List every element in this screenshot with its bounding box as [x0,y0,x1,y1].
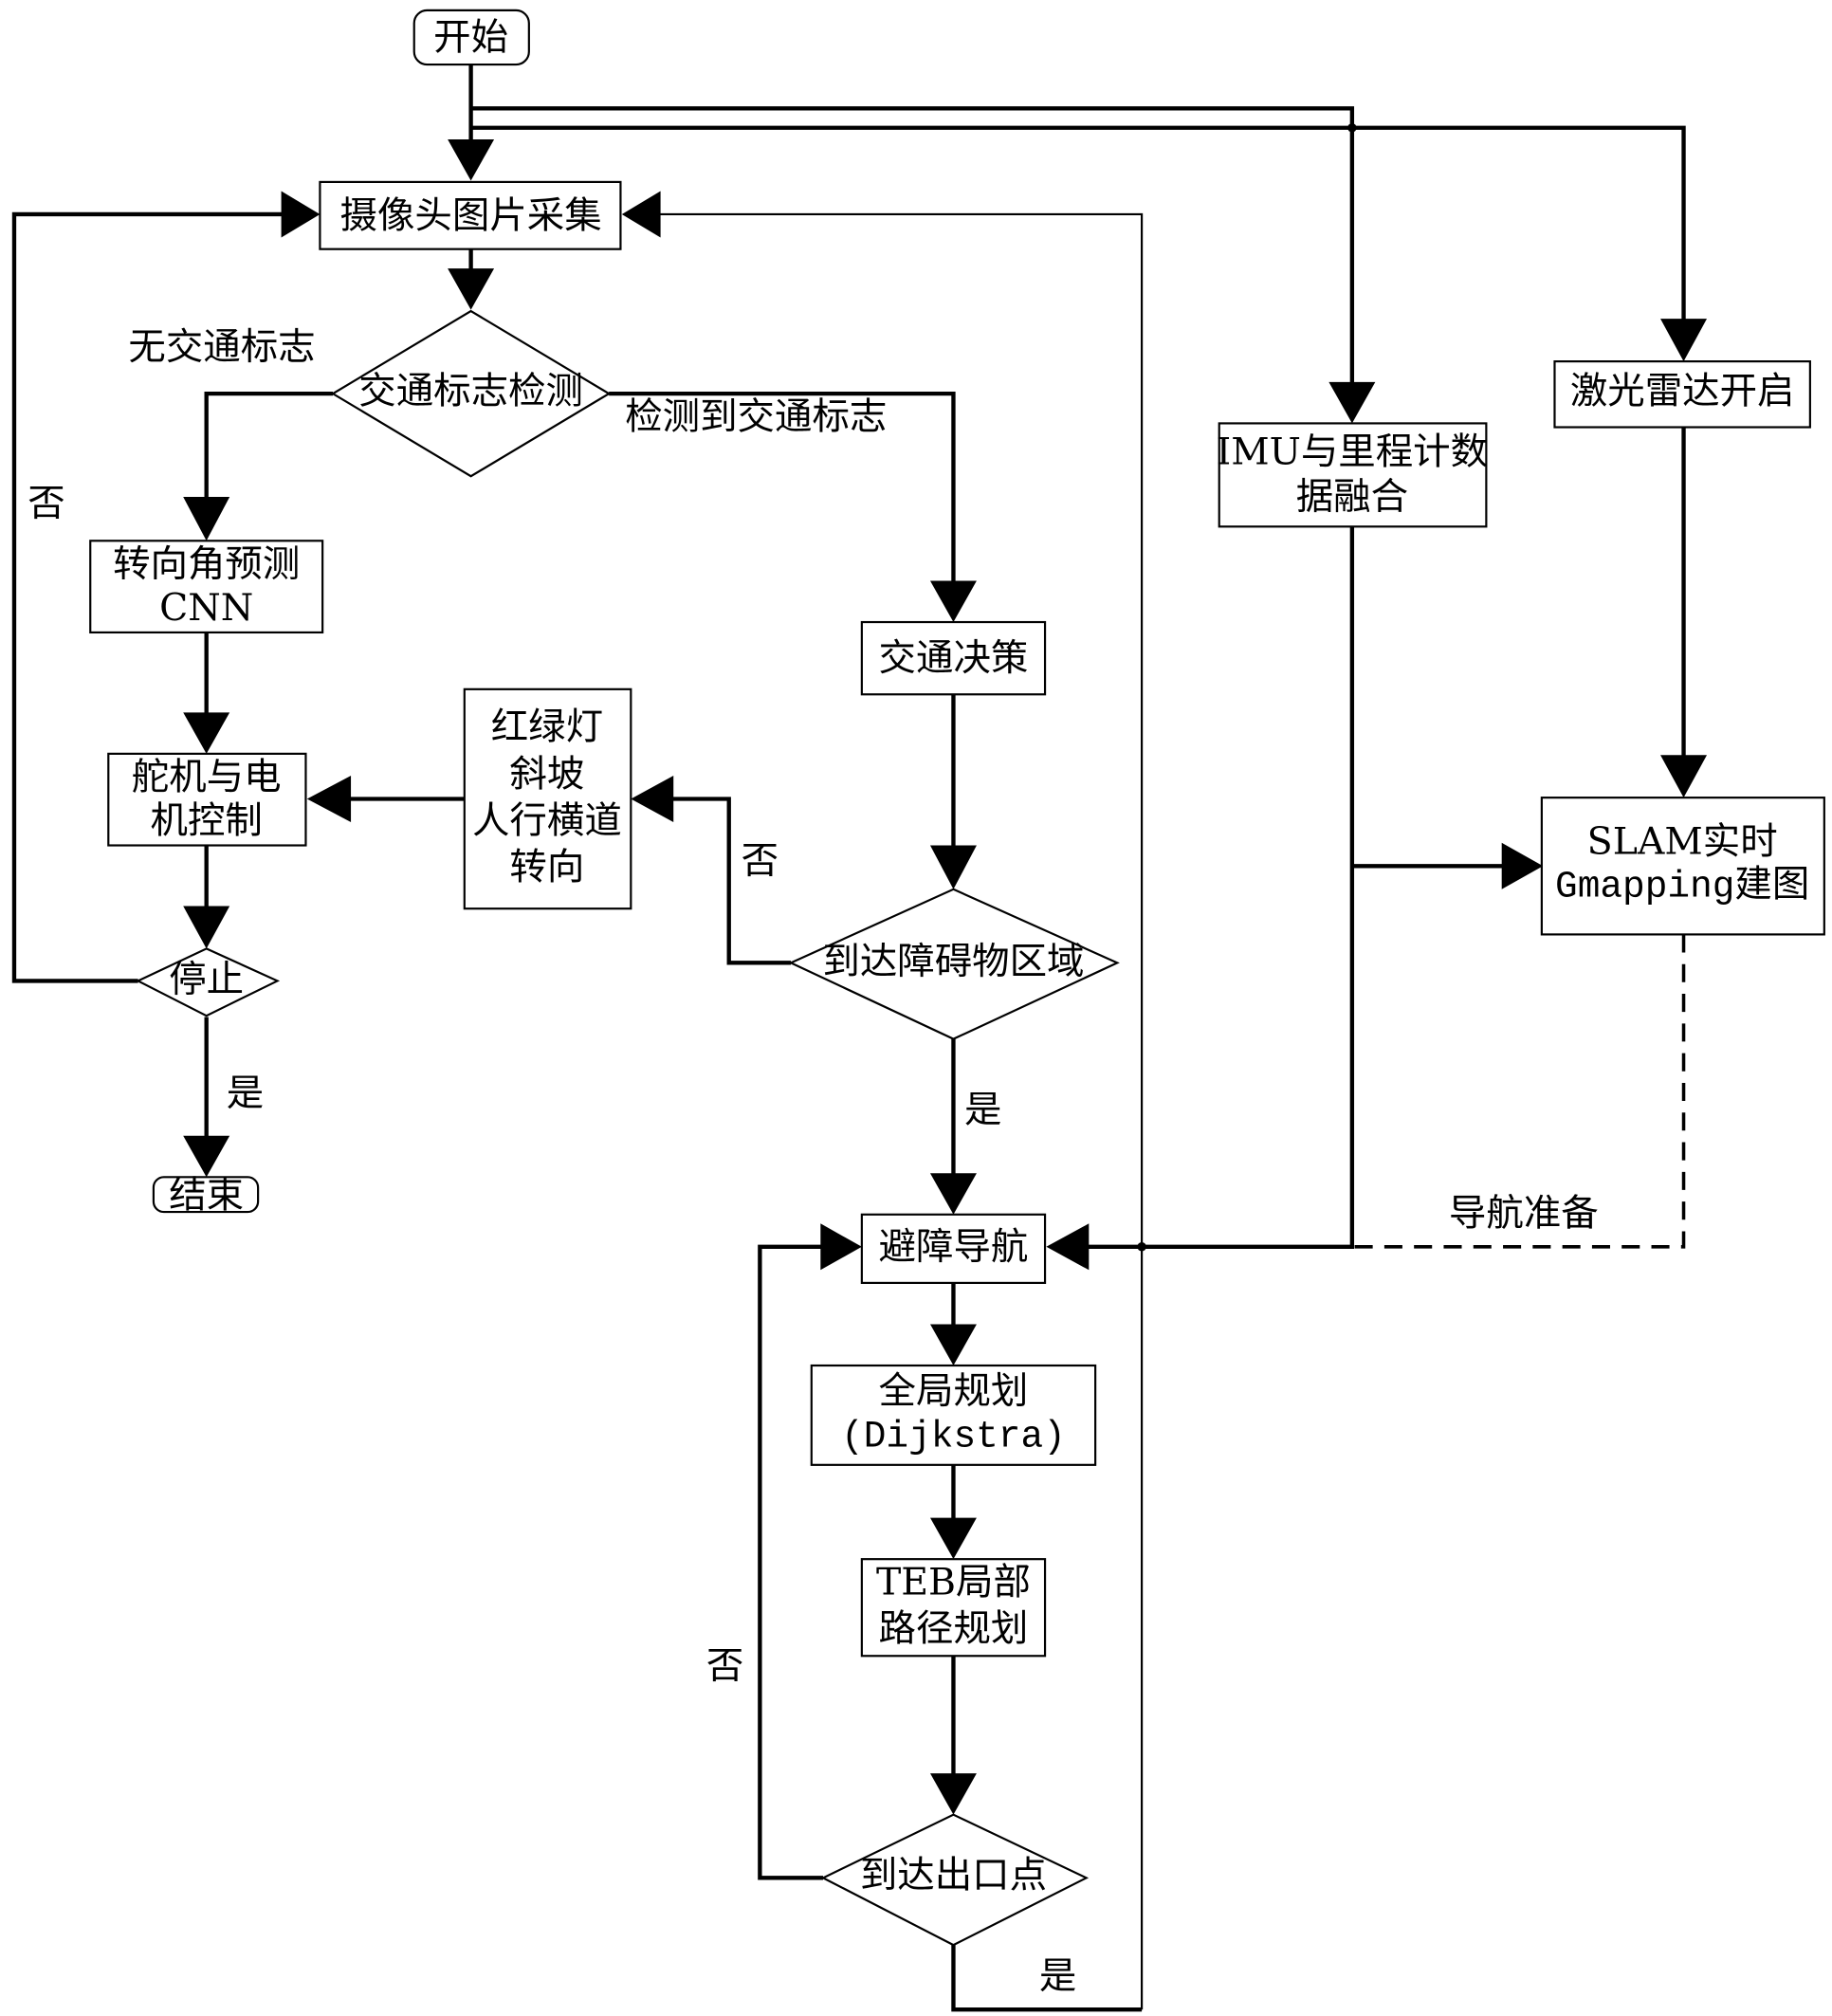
node-camera-label: 摄像头图片采集 [340,193,602,237]
node-imu: IMU与里程计数 据融合 [1217,422,1488,528]
node-end-label: 结束 [169,1173,244,1217]
node-avoid-nav: 避障导航 [860,1213,1047,1284]
label-exit-no: 否 [706,1644,743,1688]
arrow-left-icon [631,776,674,823]
node-obstacle-area-label: 到达障碍物区域 [822,940,1084,983]
edge-start-imu [470,106,1355,394]
node-teb-line1: TEB局部 [876,1561,1031,1604]
node-sign-detect-label: 交通标志检测 [358,369,583,412]
label-nav-ready: 导航准备 [1449,1191,1599,1235]
edge-detect-steer [204,391,334,514]
arrow-left-icon [306,776,352,823]
arrow-left-icon [621,191,661,238]
node-start-label: 开始 [433,15,508,59]
label-stop-yes: 是 [227,1072,264,1115]
label-obstacle-yes: 是 [964,1089,1001,1132]
arrow-down-icon [448,268,495,310]
node-camera: 摄像头图片采集 [319,180,622,250]
arrow-down-icon [1328,381,1376,424]
arrow-down-icon [929,580,977,623]
node-avoid-nav-label: 避障导航 [879,1225,1029,1269]
node-start: 开始 [412,9,530,66]
arrow-down-icon [929,1773,977,1815]
node-lidar: 激光雷达开启 [1553,360,1811,429]
junction-dot [1347,122,1357,133]
node-steer-predict: 转向角预测 CNN [89,540,324,634]
node-steer-predict-line2: CNN [159,586,253,630]
node-scenario-line3: 人行横道 [472,799,622,843]
node-scenario-line4: 转向 [509,846,584,889]
edge-exit-camera [951,1945,1143,2012]
arrow-down-icon [1660,319,1708,362]
arrow-down-icon [1660,755,1708,798]
edge-start-lidar [470,125,1686,334]
node-servo-line1: 舵机与电 [132,755,282,798]
crossing-dot [1137,1242,1146,1252]
edge-stop-loop [11,211,287,983]
node-obstacle-area: 到达障碍物区域 [788,888,1120,1040]
node-slam: SLAM实时 Gmapping建图 [1540,797,1825,936]
label-stop-no: 否 [27,482,64,525]
arrow-down-icon [448,138,495,181]
edge-imu-nav [1078,526,1355,1249]
arrow-right-icon [1501,842,1544,889]
edge-detect-decision [609,391,956,592]
arrow-down-icon [183,1135,230,1178]
arrow-right-icon [281,191,321,238]
node-teb: TEB局部 路径规划 [860,1558,1047,1658]
arrow-down-icon [183,906,230,949]
arrow-down-icon [929,845,977,889]
edge-obstacle-scenario [661,797,792,965]
edge-slam-nav-dashed [1351,934,1686,1249]
label-sign-detected: 检测到交通标志 [625,395,887,439]
node-scenario-line1: 红绿灯 [491,705,603,748]
node-sign-detect: 交通标志检测 [330,309,612,478]
label-obstacle-no: 否 [742,839,779,883]
connectors [11,64,1686,2012]
node-servo-line2: 机控制 [151,799,263,843]
node-stop: 停止 [136,947,281,1017]
node-global-plan: 全局规划 (Dijkstra) [810,1364,1097,1466]
node-teb-line2: 路径规划 [879,1607,1029,1651]
node-exit-point: 到达出口点 [820,1813,1090,1947]
arrow-down-icon [929,1173,977,1215]
node-scenario-line2: 斜坡 [509,753,584,797]
node-slam-line2: Gmapping建图 [1555,865,1809,908]
arrow-down-icon [929,1517,977,1560]
arrow-down-icon [183,712,230,754]
node-steer-predict-line1: 转向角预测 [113,542,300,586]
arrow-down-icon [183,497,230,541]
edge-exit-camera-up [655,212,1144,2010]
node-global-plan-line2: (Dijkstra) [841,1415,1066,1457]
node-exit-point-label: 到达出口点 [860,1854,1047,1897]
node-traffic-decision-label: 交通决策 [879,636,1029,680]
node-global-plan-line1: 全局规划 [879,1369,1029,1413]
node-lidar-label: 激光雷达开启 [1570,369,1795,412]
arrow-left-icon [1046,1223,1090,1271]
edge-exit-loop [758,1244,830,1880]
node-traffic-decision: 交通决策 [860,620,1047,696]
label-exit-yes: 是 [1039,1954,1076,1998]
arrow-down-icon [929,1324,977,1366]
node-imu-line1: IMU与里程计数 [1217,430,1488,473]
node-stop-label: 停止 [169,958,244,1001]
node-end: 结束 [152,1173,260,1217]
node-servo: 舵机与电 机控制 [107,752,307,847]
arrow-right-icon [820,1223,862,1271]
arrowheads [183,138,1708,1815]
edge-labels: 无交通标志 检测到交通标志 否 是 否 是 否 是 导航准备 [27,325,1598,1998]
label-no-sign: 无交通标志 [128,325,315,369]
node-slam-line1: SLAM实时 [1587,819,1778,863]
node-imu-line2: 据融合 [1296,475,1408,519]
node-scenario: 红绿灯 斜坡 人行横道 转向 [463,687,632,910]
